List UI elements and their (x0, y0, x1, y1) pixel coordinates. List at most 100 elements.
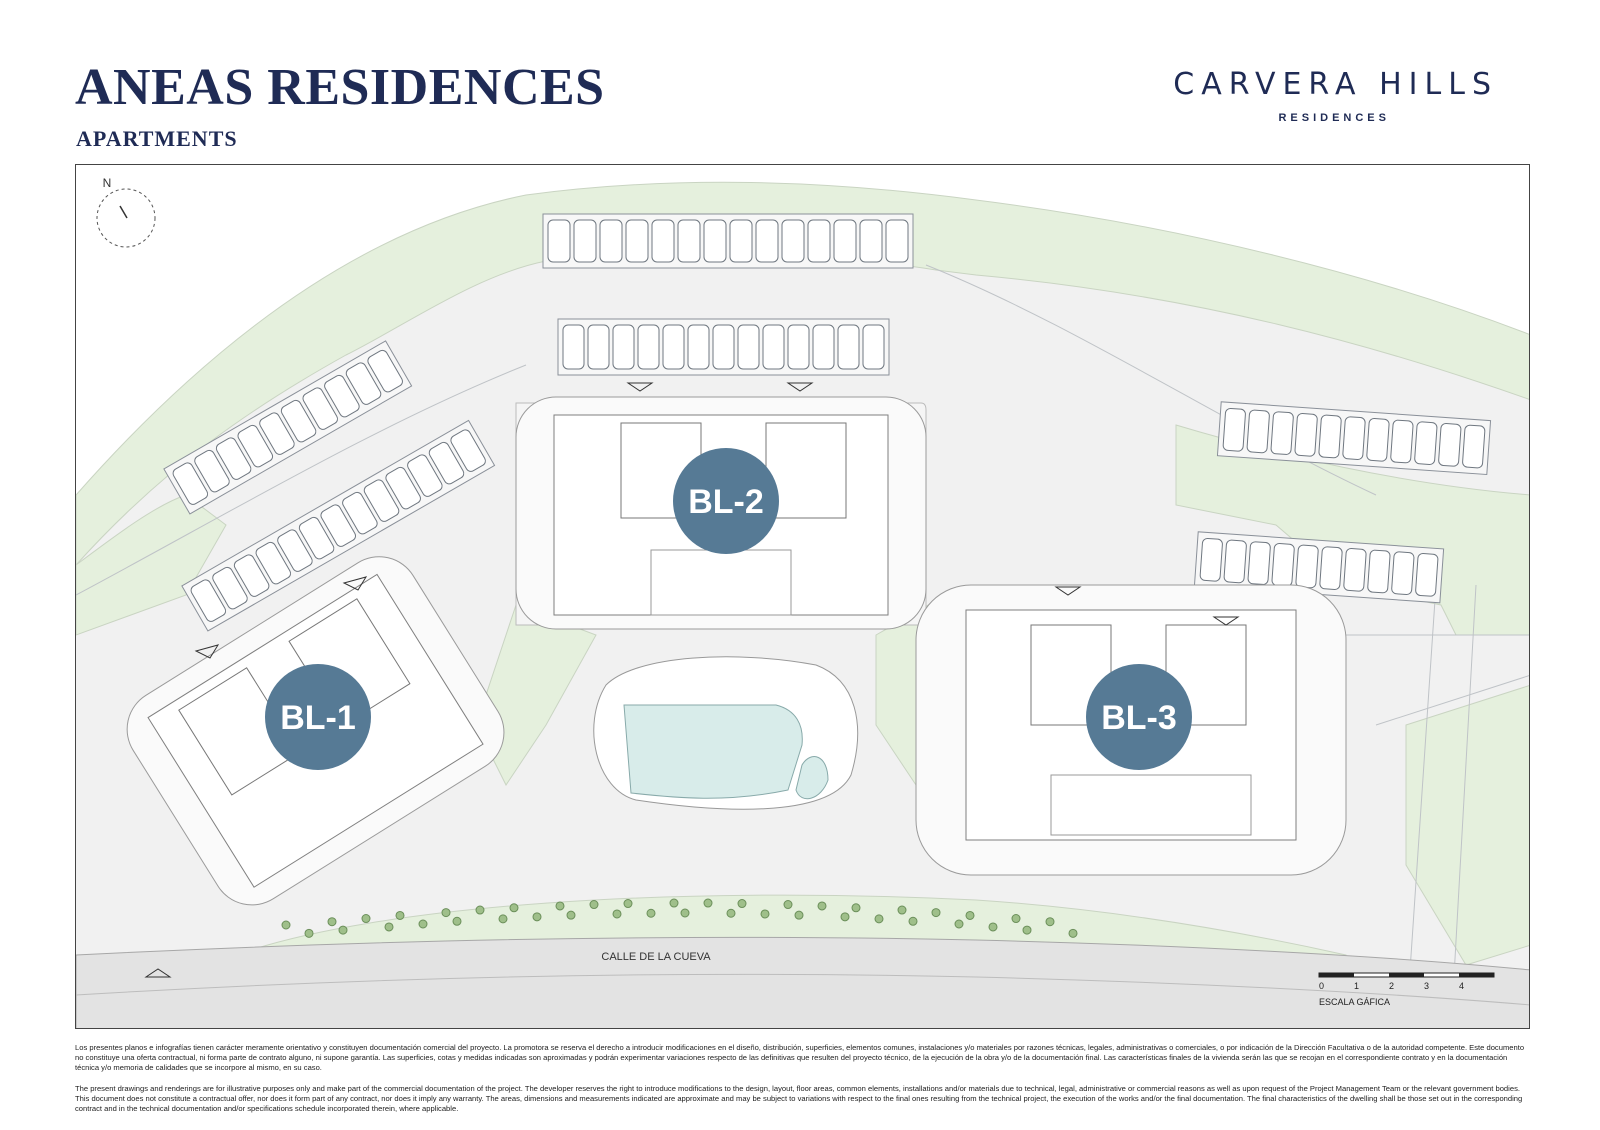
page-subtitle: APARTMENTS (76, 126, 238, 151)
parking-bay (662, 324, 685, 370)
tree-icon (498, 914, 508, 924)
parking-bay (190, 579, 227, 622)
parking-bay (342, 491, 378, 535)
parking-bay (1318, 414, 1342, 459)
parking-bay (737, 324, 760, 370)
pool-jacuzzi (795, 756, 829, 800)
tree-icon (281, 920, 291, 930)
scale-tick: 0 (1319, 981, 1324, 991)
parking-row (181, 419, 496, 632)
tree-icon (555, 901, 565, 911)
green-area-west (76, 494, 227, 636)
tree-icon (851, 903, 861, 913)
parking-bay (612, 324, 635, 370)
graphic-scale: 0 1 2 3 4 ESCALA GÁFICA (1318, 972, 1495, 1007)
parking-bay (1415, 553, 1439, 597)
tree-icon (965, 910, 975, 920)
parking-bay (1391, 551, 1415, 595)
parking-bay (587, 324, 610, 370)
tree-icon (954, 919, 964, 929)
parking-bay (807, 219, 831, 263)
disclaimer-en: The present drawings and renderings are … (75, 1084, 1523, 1113)
tree-icon (897, 905, 907, 915)
tree-icon (1068, 928, 1078, 938)
parking-bay (812, 324, 835, 370)
scale-title: ESCALA GÁFICA (1319, 997, 1390, 1007)
parking-bay (194, 449, 230, 493)
parking-bay (237, 424, 274, 468)
parking-bay (837, 324, 860, 370)
site-plan: CALLE DE LA CUEVA N (75, 164, 1530, 1029)
parking-bay (862, 324, 885, 370)
parking-bay (625, 219, 649, 263)
parking-bay (302, 387, 338, 430)
brand-subtitle: RESIDENCES (1278, 112, 1390, 124)
tree-icon (361, 914, 371, 924)
tree-icon (441, 908, 451, 918)
parking-bay (1462, 424, 1486, 469)
parking-bay (363, 479, 400, 522)
parking-bay (1222, 407, 1246, 452)
parking-bay (637, 324, 660, 370)
parking-bay (833, 219, 857, 263)
tree-icon (509, 903, 519, 913)
parking-bay (687, 324, 710, 370)
parking-bay (573, 219, 597, 263)
parking-bay (298, 516, 335, 560)
parking-bay (1342, 416, 1366, 460)
pool (623, 704, 803, 799)
parking-bay (1246, 409, 1270, 454)
parking-bay (885, 219, 909, 263)
parking-bay (1367, 549, 1391, 594)
tree-icon (988, 922, 998, 932)
tree-icon (395, 910, 405, 920)
parking-bay (677, 219, 701, 263)
tree-icon (669, 898, 679, 908)
tree-icon (566, 910, 576, 920)
parking-bay (345, 362, 382, 405)
block-marker-bl3: BL-3 (1086, 664, 1192, 770)
disclaimer-es: Los presentes planos e infografías tiene… (75, 1043, 1525, 1072)
parking-bay (320, 504, 356, 547)
green-area-southeast (1405, 685, 1529, 966)
tree-icon (532, 912, 542, 922)
tree-icon (452, 916, 462, 926)
street (76, 936, 1529, 1028)
tree-icon (304, 928, 314, 938)
tree-icon (646, 908, 656, 918)
north-label: N (103, 176, 112, 190)
parking-bay (1294, 412, 1318, 457)
tree-icon (726, 908, 736, 918)
parking-bay (277, 529, 313, 572)
tree-icon (783, 900, 793, 910)
site-boundary (76, 165, 1529, 495)
parking-bay (450, 429, 486, 472)
parking-bay (1271, 542, 1295, 587)
parking-bay (385, 466, 421, 510)
parking-row (163, 340, 413, 515)
parking-bay (1319, 546, 1343, 590)
parking-bay (859, 219, 883, 263)
parking-bay (233, 554, 270, 597)
parking-bay (1366, 418, 1390, 462)
green-area-north (76, 181, 1529, 566)
parking-bay (703, 219, 727, 263)
tree-icon (931, 908, 941, 918)
parking-bay (1390, 419, 1414, 464)
entrance-markers (144, 382, 1240, 978)
tree-icon (1022, 925, 1032, 935)
street-label: CALLE DE LA CUEVA (601, 951, 711, 963)
scale-tick: 2 (1389, 981, 1394, 991)
block-marker-bl2: BL-2 (673, 448, 779, 554)
page-title: ANEAS RESIDENCES (75, 59, 605, 116)
parking-bay (324, 374, 360, 418)
parking-bay (1199, 537, 1223, 582)
tree-row (281, 898, 1078, 938)
parking-bay (215, 437, 252, 480)
parking-bay (1223, 539, 1247, 584)
parking-bay (1438, 423, 1462, 467)
parking-bay (762, 324, 785, 370)
access-road-line (76, 264, 1529, 636)
parking-bay (1270, 411, 1294, 455)
tree-icon (612, 909, 622, 919)
